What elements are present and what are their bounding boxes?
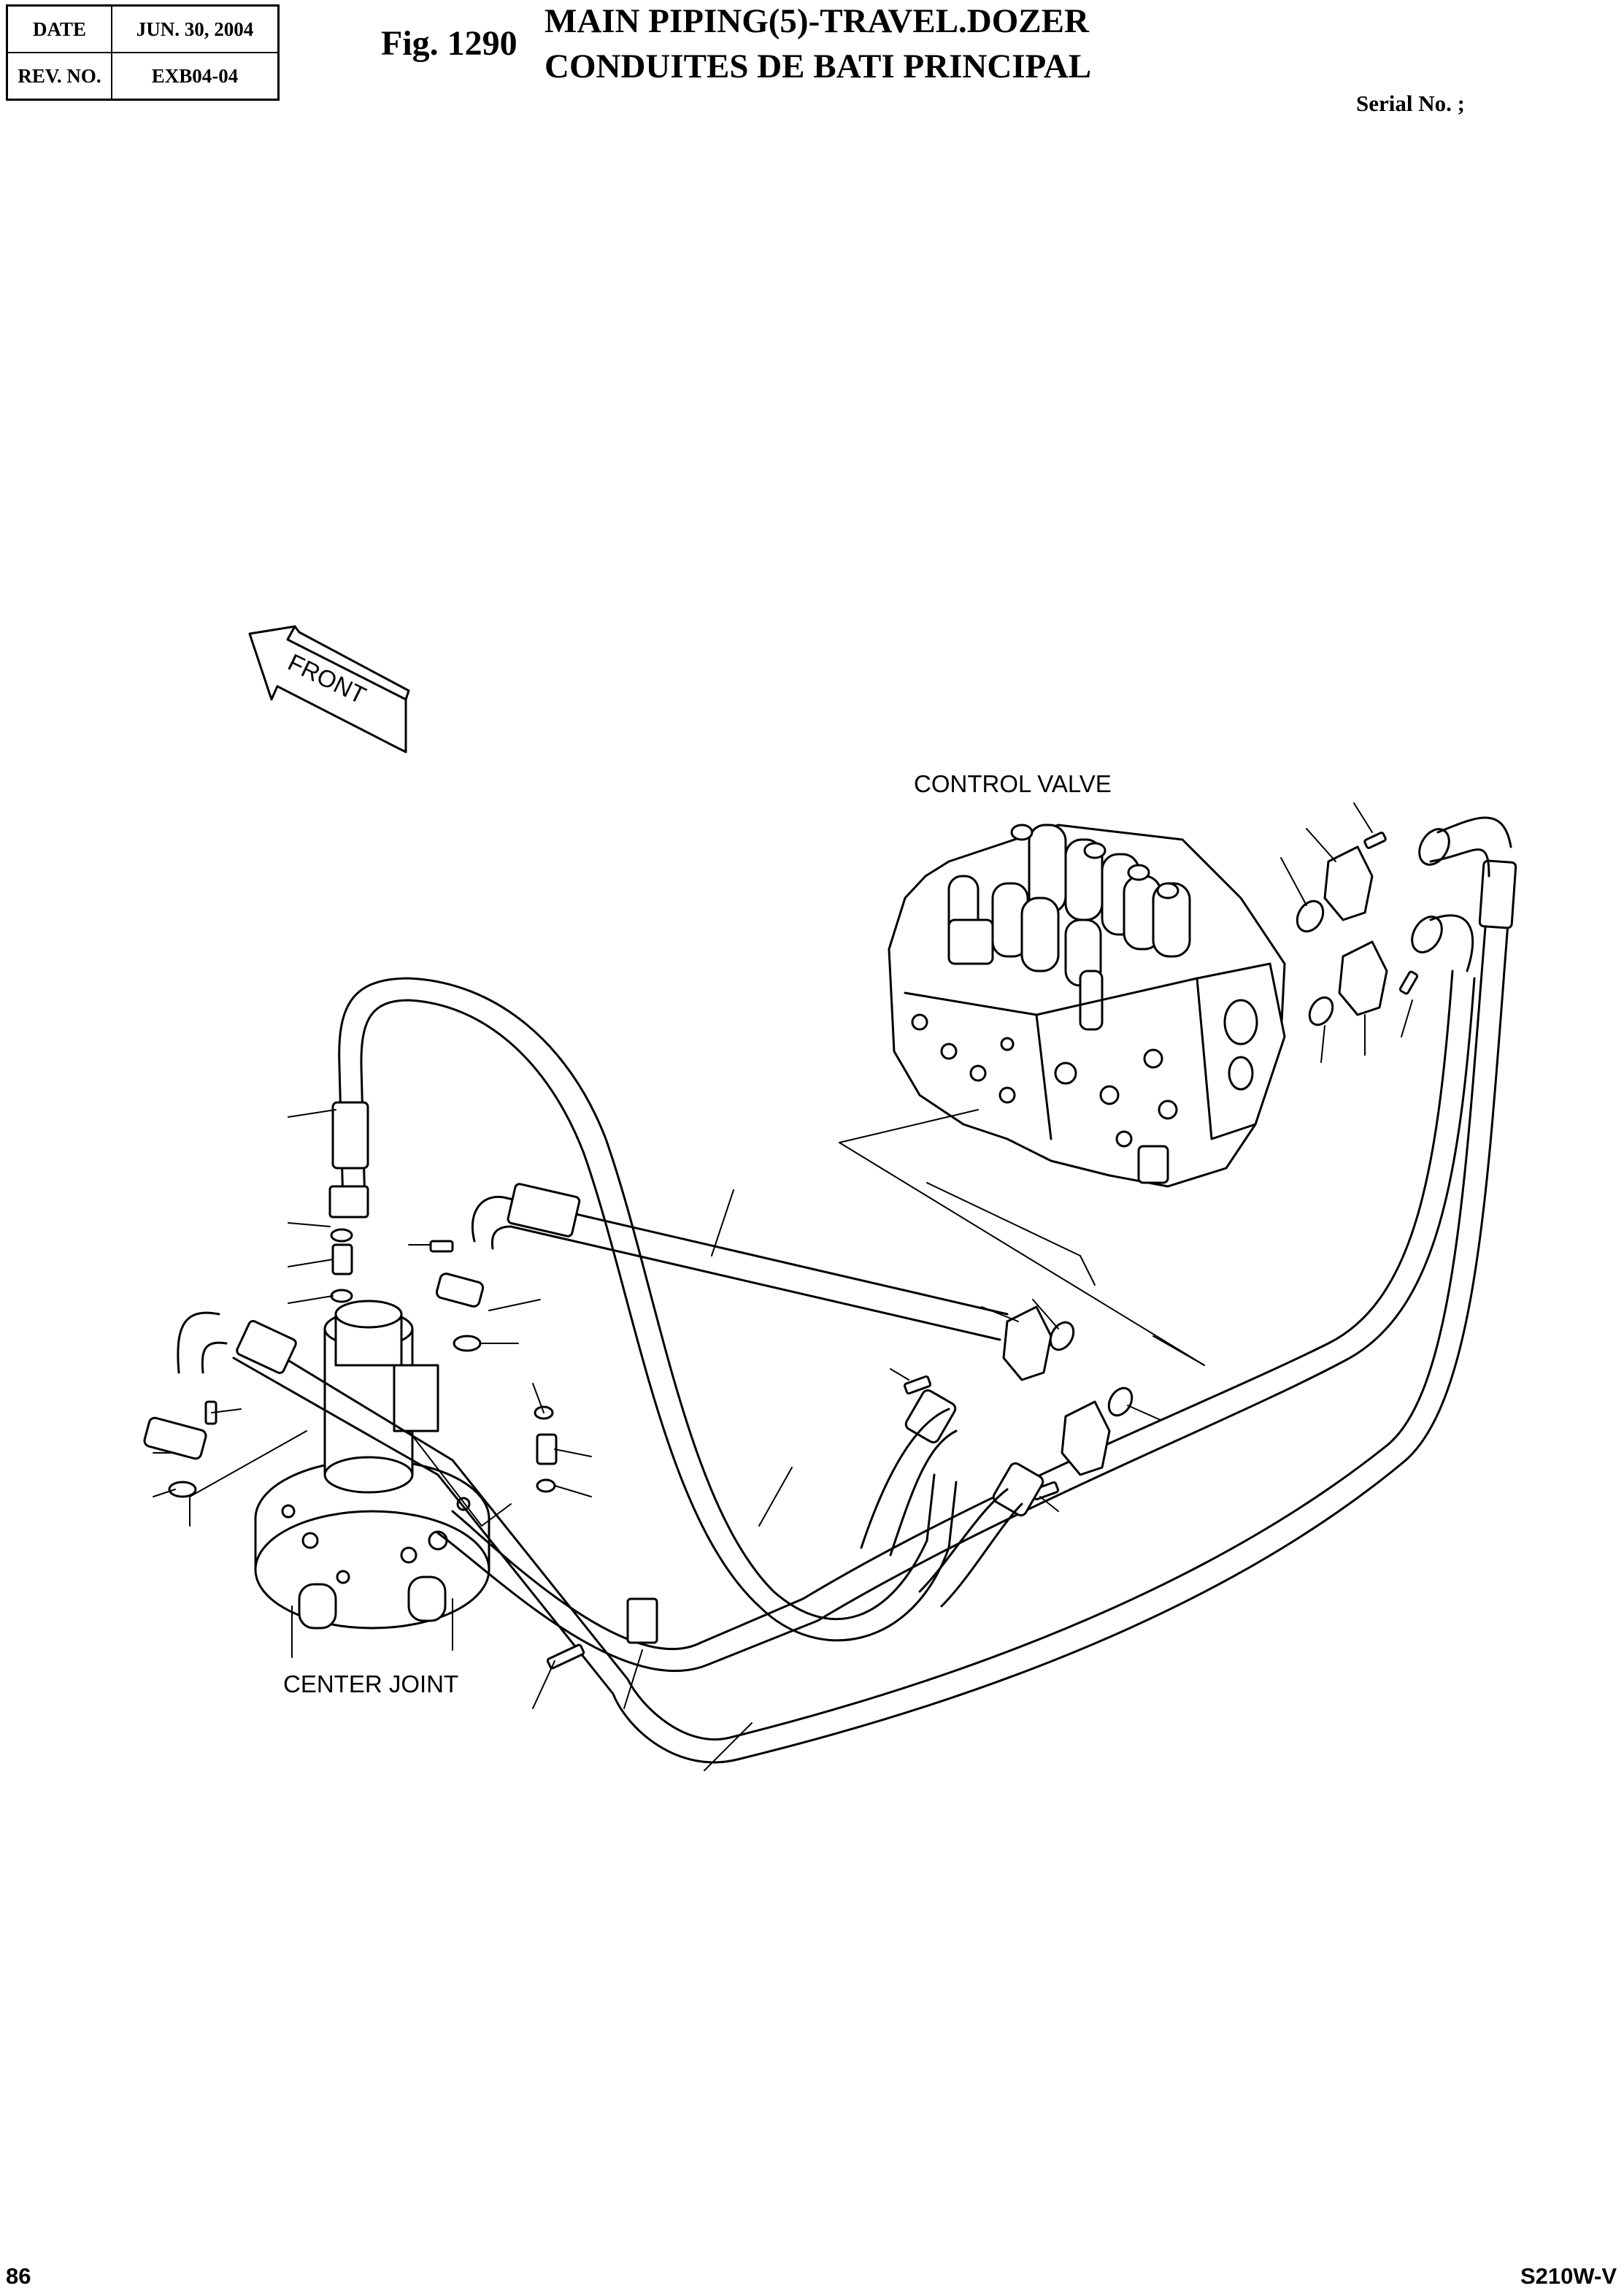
center-joint-label: CENTER JOINT	[283, 1670, 458, 1697]
control-valve-label: CONTROL VALVE	[914, 770, 1112, 797]
hose-center-upper	[471, 1183, 1009, 1341]
date-value: JUN. 30, 2004	[111, 4, 280, 53]
front-arrow-icon	[248, 625, 410, 753]
page-number: 86	[6, 2263, 31, 2289]
figure-number: Fig. 1290	[381, 24, 517, 63]
hose-right-upper	[436, 970, 1476, 1673]
header-info-table: DATE JUN. 30, 2004 REV. NO. EXB04-04	[6, 4, 280, 101]
serial-number: Serial No. ;	[1356, 91, 1465, 116]
rev-label: REV. NO.	[6, 52, 112, 101]
model-name: S210W-V	[1520, 2263, 1617, 2289]
center-joint	[254, 1300, 490, 1630]
pipe-left-elbow	[177, 1311, 297, 1374]
date-label: DATE	[6, 4, 112, 53]
hose-long-return	[232, 859, 1517, 1764]
fittings-right	[1296, 828, 1450, 1026]
control-valve	[888, 824, 1286, 1188]
rev-value: EXB04-04	[111, 52, 280, 101]
title-french: CONDUITES DE BATI PRINCIPAL	[544, 47, 1092, 85]
title-english: MAIN PIPING(5)-TRAVEL.DOZER	[544, 2, 1089, 40]
